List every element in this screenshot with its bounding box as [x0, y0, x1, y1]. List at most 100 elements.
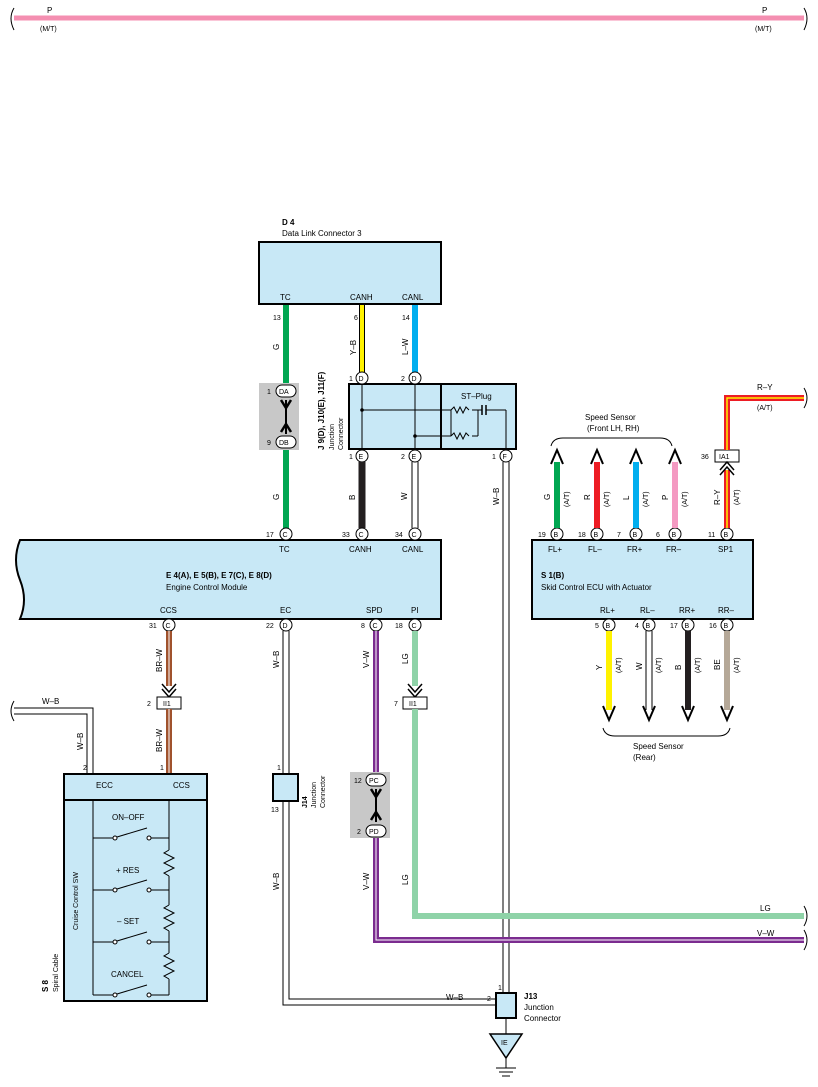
spd-splice-lower: [365, 824, 387, 838]
ecm-pin-33c: [355, 527, 369, 541]
skid-pin-sp1-letter: B: [724, 532, 729, 539]
ecm-pin-22d-num: 22: [266, 623, 274, 630]
canl-lower-color: W: [400, 492, 409, 500]
j13-ground: 1 2 J13 Junction Connector IE: [487, 985, 561, 1077]
skid-wire-rrm-note: (A/T): [734, 657, 741, 673]
top-wire-left-note: (M/T): [40, 26, 57, 33]
spd-splice-upper-num: 12: [354, 778, 362, 785]
vw-break-icon: [803, 929, 808, 951]
top-wire-left-color: P: [47, 6, 52, 15]
cruise-name2: Cruise Control SW: [73, 872, 80, 930]
top-wire-right-note: (M/T): [755, 26, 772, 33]
engine-control-module: E 4(A), E 5(B), E 7(C), E 8(D) Engine Co…: [15, 527, 442, 632]
cruise-pin-ecc: ECC: [96, 781, 113, 790]
spd-wire-color: V–W: [362, 650, 371, 668]
skid-pin-frm-letter: B: [672, 532, 677, 539]
skid-pin-frp-num: 7: [617, 532, 621, 539]
sensor-arrow-frm-icon: [668, 447, 682, 465]
canh-lower-color: B: [348, 495, 357, 500]
ecm-pin-8c-letter: C: [373, 623, 378, 630]
ecm-pin-34c-num: 34: [395, 532, 403, 539]
canl-wire: L–W: [401, 305, 418, 372]
tc-splice-upper-num: 1: [267, 389, 271, 396]
skid-pin-flm: FL–: [588, 545, 602, 554]
ecm-pin-canh: CANH: [349, 545, 372, 554]
canl-wire-color: L–W: [401, 338, 410, 355]
switch-on-off-label: ON–OFF: [112, 813, 145, 822]
jc-top-box: [348, 383, 517, 450]
spd-splice-upper: [365, 773, 387, 787]
cruise-resistor-3-icon: [162, 952, 176, 980]
switch-on-off-icon: [116, 827, 148, 838]
skid-pin-rlp-letter: B: [606, 623, 611, 630]
pi-wire: LG II1 7 LG LG: [394, 631, 808, 927]
sensor-arrow-rlm-icon: [642, 705, 656, 723]
ecm-pin-34c: [408, 527, 422, 541]
data-link-connector: D 4 Data Link Connector 3 TC CANH CANL 1…: [258, 218, 442, 322]
wire-break-left-icon: [10, 7, 15, 31]
dlc-pin-tc: TC: [280, 293, 291, 302]
ecm-pin-tc: TC: [279, 545, 290, 554]
ecm-pin-31c-num: 31: [149, 623, 157, 630]
ecm-pin-33c-letter: C: [359, 532, 364, 539]
skid-wire-rlp-color: Y: [595, 664, 604, 670]
skid-pin-rrp-num: 17: [670, 623, 678, 630]
ccs-wire: BR–W II1 2 BR–W: [147, 631, 182, 774]
skid-wire-rlp-note: (A/T): [616, 657, 623, 673]
skid-pin-frp-letter: B: [633, 532, 638, 539]
ecm-box: [15, 539, 442, 620]
skid-wire-frp-color: L: [622, 495, 631, 500]
ecm-pin-17c: [279, 527, 293, 541]
ii1-right-num: 7: [394, 701, 398, 708]
jc-pin-2d-letter: D: [412, 376, 417, 383]
jc-pin-1f: [499, 449, 513, 463]
switch-res-icon: [116, 879, 148, 890]
st-plug-out-color: W–B: [492, 488, 501, 505]
ecm-code: E 4(A), E 5(B), E 7(C), E 8(D): [166, 571, 272, 580]
skid-wire-rlm-note: (A/T): [656, 657, 663, 673]
j13-left-num: 2: [487, 996, 491, 1003]
skid-wire-rrm-color: BE: [713, 659, 722, 670]
jc-top-code: J 9(D), J10(E), J11(F): [317, 371, 326, 450]
tc-splice-lower-num: 9: [267, 440, 271, 447]
skid-pin-flp-letter: B: [554, 532, 559, 539]
jc-top-name2: Connector: [338, 417, 345, 450]
skid-wire-flp-note: (A/T): [564, 491, 571, 507]
wire-break-right-icon: [803, 7, 808, 31]
jc-pin-2e-letter: E: [412, 454, 417, 461]
ground-in-color: W–B: [446, 993, 463, 1002]
skid-wire-frm-color: P: [661, 495, 670, 500]
ecm-pin-ec: EC: [280, 606, 291, 615]
front-sensor-bracket: [550, 437, 673, 447]
jc-pin-2d: [408, 371, 422, 385]
ia1-num: 36: [701, 454, 709, 461]
skid-pin-rlp: RL+: [600, 606, 615, 615]
ia1-wire-in: R–Y: [757, 383, 773, 392]
ec-wire: W–B 1 13 J14 Junction Connector W–B W–B: [271, 631, 496, 1006]
skid-code: S 1(B): [541, 571, 564, 580]
ia1-connector: IA1 36 R–Y (A/T): [701, 383, 808, 528]
jc-pin-1f-num: 1: [492, 454, 496, 461]
skid-pin-rlm-num: 4: [635, 623, 639, 630]
ecm-pin-33c-num: 33: [342, 532, 350, 539]
ecm-pin-pi: PI: [411, 606, 419, 615]
ecc-in-color: W–B: [42, 697, 59, 706]
spd-splice-lower-label: PD: [369, 829, 379, 836]
skid-pin-rlm: RL–: [640, 606, 655, 615]
can-lower-wires: B W: [348, 462, 419, 528]
sensor-arrow-rlp-icon: [602, 705, 616, 723]
ii1-right-label: II1: [409, 701, 417, 708]
ii1-left-num: 2: [147, 701, 151, 708]
ecm-pin-18c-num: 18: [395, 623, 403, 630]
rear-sensor-sub: (Rear): [633, 753, 656, 762]
junction-connector-top: J 9(D), J10(E), J11(F) Junction Connecto…: [317, 371, 517, 463]
skid-pin-flm-num: 18: [578, 532, 586, 539]
canh-wire-color: Y–B: [349, 340, 358, 355]
cruise-pin-ccs-num: 1: [160, 765, 164, 772]
skid-box: [531, 539, 754, 620]
cruise-pin-ecc-num: 2: [83, 765, 87, 772]
sensor-arrow-flm-icon: [590, 447, 604, 465]
spd-splice-upper-label: PC: [369, 778, 379, 785]
skid-bottom-pins: RL+B5Y(A/T)RL–B4W(A/T)RR+B17B(A/T)RR–B16…: [595, 606, 741, 723]
ecm-pin-31c-letter: C: [166, 623, 171, 630]
